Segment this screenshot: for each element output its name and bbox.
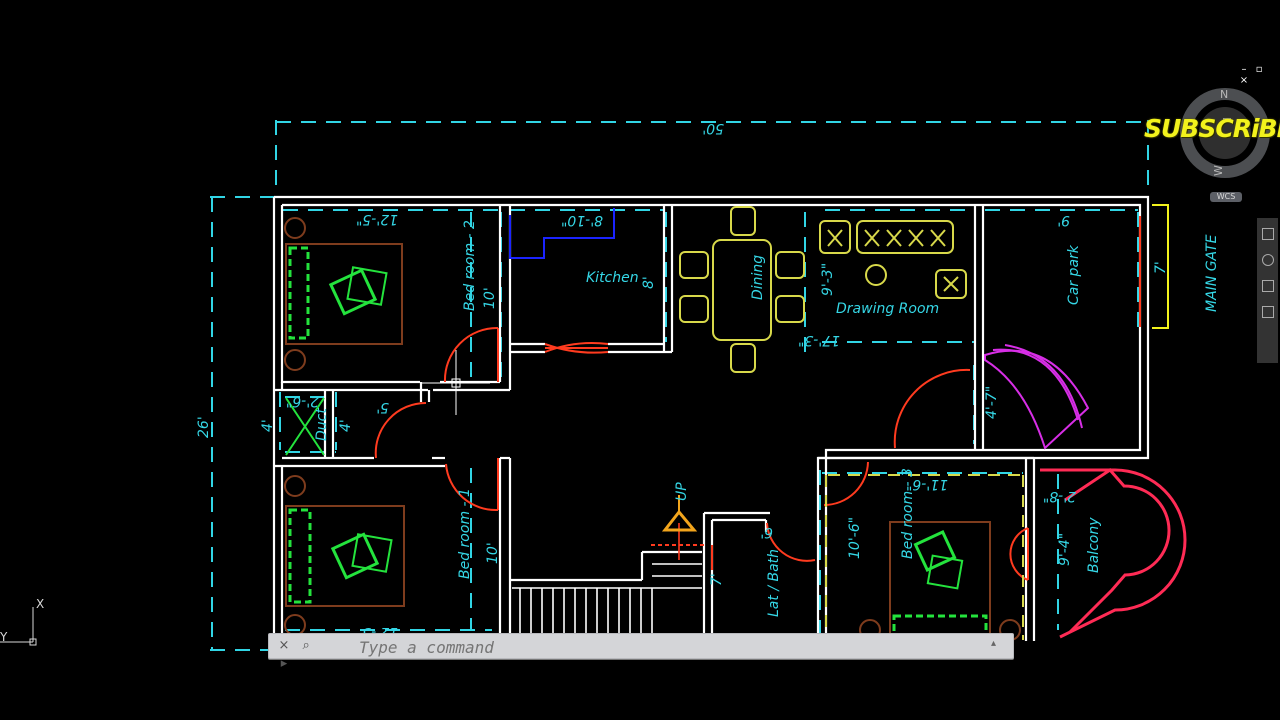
duct-left-label: 4' [260, 419, 276, 432]
bed-room-3-furniture [859, 521, 1021, 641]
navigation-bar[interactable] [1257, 218, 1278, 363]
room-labels: Bed room - 2 Kitchen Dining Drawing Room… [314, 220, 1220, 617]
showmotion-icon[interactable] [1262, 306, 1274, 318]
drawing-room-label: Drawing Room [836, 301, 939, 317]
command-line-icons[interactable]: × ⌕ ▸ [275, 637, 333, 671]
subscribe-overlay[interactable]: SUBSCRiBE [1144, 114, 1280, 143]
restore-button[interactable]: ▫ [1255, 64, 1263, 75]
walls [272, 195, 1150, 641]
ucs-labels: X Y [0, 595, 50, 650]
room-helper-lines [825, 474, 1024, 640]
dining-furniture [679, 206, 805, 373]
staircase [512, 523, 702, 638]
duct-width-label: 2'-6" [286, 393, 319, 409]
lat-depth-label: 7' [709, 573, 725, 586]
passage-label: 5' [376, 399, 389, 415]
main-gate [984, 204, 1187, 639]
bed-room-2-furniture [284, 217, 403, 371]
main-gate-label: MAIN GATE [1204, 234, 1220, 312]
ucs-y-label: Y [0, 630, 8, 644]
overall-width-label: 50' [702, 120, 724, 136]
stairs-up-label: UP [674, 482, 690, 501]
orbit-icon[interactable] [1262, 280, 1274, 292]
kitchen-width-label: 8'-10" [561, 212, 603, 228]
balcony-depth-label: 9'-4" [1057, 533, 1073, 566]
drawing-width-label: 17'-3" [798, 332, 840, 348]
car-park-width-label: 9' [1057, 212, 1070, 228]
duct-label: Duct [314, 408, 330, 441]
viewcube-north-label: N [1220, 88, 1228, 101]
command-line[interactable]: × ⌕ ▸ ▴ [268, 633, 1014, 671]
bed3-depth-label: 10'-6" [847, 517, 863, 559]
door-depth-label: 4'-7" [984, 386, 1000, 419]
balcony-width-label: 2'-8" [1043, 488, 1076, 504]
ucs-icon [0, 607, 37, 646]
doors [374, 216, 1141, 581]
minimize-button[interactable]: – [1241, 64, 1247, 75]
bed2-width-label: 12'-5" [356, 211, 398, 227]
duct-right-label: 4' [338, 419, 354, 432]
crosshair-cursor [420, 350, 490, 415]
bed-room-2-label: Bed room - 2 [462, 220, 478, 311]
gate-width-label: 7' [1153, 261, 1169, 274]
dining-depth-label: 9'-3" [820, 263, 836, 296]
chevron-up-icon[interactable]: ▴ [991, 638, 997, 649]
command-input[interactable] [357, 636, 981, 658]
kitchen-label: Kitchen [586, 270, 639, 286]
viewcube-west-label: W [1212, 165, 1225, 176]
customize-icon[interactable]: ⌕ [302, 638, 310, 653]
bed-room-1-furniture [284, 475, 405, 636]
bed-room-1-label: Bed room - 1 [457, 488, 473, 579]
stairs-up-arrow[interactable] [661, 495, 698, 532]
close-window-button[interactable]: × [1239, 75, 1249, 86]
kitchen-depth-label: 8' [641, 276, 657, 289]
command-history-icon[interactable]: ▸ [280, 656, 288, 671]
dimension-lines [210, 120, 1149, 651]
wcs-menu[interactable]: WCS [1210, 192, 1242, 202]
window-controls[interactable]: – ▫ × [1238, 64, 1278, 86]
kitchen-counter [509, 208, 615, 259]
overall-depth-label: 26' [196, 416, 212, 438]
bed-room-3-label: Bed room - 3 [900, 468, 916, 559]
bed1-depth-label: 10' [485, 542, 501, 564]
dimension-labels: 50' 26' 12'-5" 10' 8'-10" 8' 9'-3" 17'-3… [196, 120, 1169, 640]
pan-icon[interactable] [1262, 228, 1274, 240]
drawing-room-furniture [819, 220, 967, 299]
balcony-label: Balcony [1086, 517, 1102, 573]
ucs-x-label: X [36, 597, 45, 611]
lat-width-label: 6' [760, 524, 773, 540]
bed3-width-label: 11'-6" [906, 476, 948, 492]
dining-label: Dining [750, 255, 766, 300]
close-command-line-icon[interactable]: × [278, 638, 290, 653]
bed2-depth-label: 10' [482, 287, 498, 309]
duct-symbol [285, 397, 325, 456]
viewcube[interactable]: N W E [1180, 88, 1270, 178]
car-park-label: Car park [1066, 244, 1082, 305]
lat-bath-label: Lat / Bath [766, 549, 782, 617]
zoom-icon[interactable] [1262, 254, 1274, 266]
viewcube-east-label: E [1220, 117, 1233, 124]
